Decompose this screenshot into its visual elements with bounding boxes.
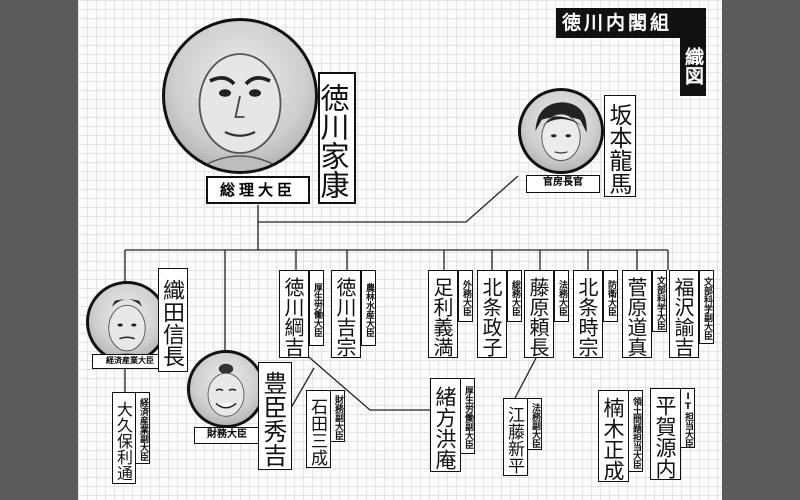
name-masako: 北条政子	[477, 270, 507, 358]
name-yoshimitsu: 足利義満	[428, 270, 458, 358]
connector-lines	[124, 175, 669, 461]
hideyoshi-face-icon	[207, 363, 245, 417]
name-ieyasu: 徳川家康	[316, 72, 356, 204]
ieyasu-portrait	[162, 18, 318, 174]
name-koan: 緒方洪庵	[430, 378, 461, 472]
role-yukichi: 文部科学副大臣	[699, 270, 714, 344]
name-yukichi: 福沢諭吉	[669, 270, 699, 358]
name-yoshimune: 徳川吉宗	[331, 270, 361, 358]
role-michizane: 文部科学大臣	[652, 270, 667, 332]
role-tokimune: 防衛大臣	[603, 270, 618, 322]
chart-title-row: 徳川内閣組	[562, 12, 673, 34]
plate-ryoma: 官房長官	[526, 175, 600, 193]
name-nobunaga: 織田信長	[158, 268, 188, 372]
connector-pm-ryoma	[258, 175, 519, 223]
nobunaga-portrait	[86, 281, 168, 363]
role-koan: 厚生労働副大臣	[460, 378, 475, 454]
chart-title: 徳川内閣組	[556, 8, 706, 38]
role-masashige: 領土問題担当大臣	[628, 390, 643, 472]
role-yoshimitsu: 外務大臣	[458, 270, 473, 322]
name-toshimichi: 大久保利通	[112, 392, 136, 484]
plate-nobunaga: 経済産業大臣	[92, 354, 168, 369]
name-tokimune: 北条時宗	[573, 270, 603, 358]
role-mitsunari: 財務副大臣	[330, 390, 345, 442]
ryoma-face-icon	[535, 102, 587, 162]
name-shinpei: 江藤新平	[503, 398, 528, 476]
name-gennai: 平賀源内	[650, 388, 681, 480]
nobunaga-face-icon	[100, 299, 154, 360]
link-koan	[302, 351, 430, 411]
name-tsunayoshi: 徳川綱吉	[279, 270, 309, 358]
name-ryoma: 坂本龍馬	[604, 95, 636, 197]
hideyoshi-portrait	[187, 350, 265, 428]
role-masako: 総務大臣	[507, 270, 522, 322]
name-hideyoshi: 豊臣秀吉	[258, 362, 292, 470]
name-yorinaga: 藤原頼長	[524, 270, 554, 358]
role-yoshimune: 農林水産大臣	[361, 270, 376, 346]
ieyasu-face-icon	[194, 53, 286, 171]
role-yorinaga: 法務大臣	[554, 270, 569, 322]
role-shinpei: 法務副大臣	[527, 398, 542, 450]
ryoma-portrait	[518, 88, 604, 174]
link-shinpei	[513, 357, 537, 401]
name-masashige: 楠木正成	[598, 390, 629, 482]
role-gennai: IT担当大臣	[680, 388, 695, 448]
role-tsunayoshi: 厚生労働大臣	[309, 270, 324, 346]
org-chart-page: 徳川内閣組 織図 総理大臣 徳川家康 官房長官 坂本龍馬	[78, 0, 722, 500]
name-michizane: 菅原道真	[622, 270, 652, 358]
chart-title-col: 織図	[680, 36, 706, 96]
plate-hideyoshi: 財務大臣	[194, 427, 260, 444]
plate-ieyasu: 総理大臣	[206, 176, 310, 204]
role-toshimichi: 経済産業副大臣	[135, 392, 150, 464]
name-mitsunari: 石田三成	[306, 390, 331, 468]
